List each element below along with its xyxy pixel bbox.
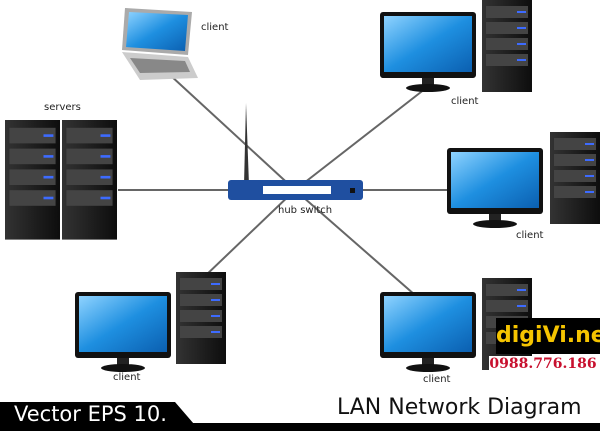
watermark-logo: digiVi.net: [496, 318, 600, 354]
desktop-top-right-icon: [380, 0, 532, 92]
laptop-label: client: [201, 22, 229, 33]
hub-label: hub switch: [278, 205, 333, 216]
desktop-bottom-left-icon: [75, 272, 226, 372]
laptop-icon: [122, 8, 198, 80]
right-label: client: [516, 230, 544, 241]
hub-switch-icon: [228, 103, 363, 200]
bottom-right-label: client: [423, 374, 451, 385]
watermark-phone: 0988.776.186: [489, 356, 597, 372]
servers-label: servers: [44, 102, 81, 113]
desktop-right-icon: [447, 132, 600, 228]
bottom-left-label: client: [113, 372, 141, 383]
diagram-title: LAN Network Diagram: [337, 395, 582, 420]
servers-icon: [5, 119, 117, 240]
top-right-label: client: [451, 96, 479, 107]
badge-tab: [0, 402, 200, 431]
badge-text: Vector EPS 10.: [14, 402, 167, 426]
bottom-bar: [0, 423, 600, 431]
